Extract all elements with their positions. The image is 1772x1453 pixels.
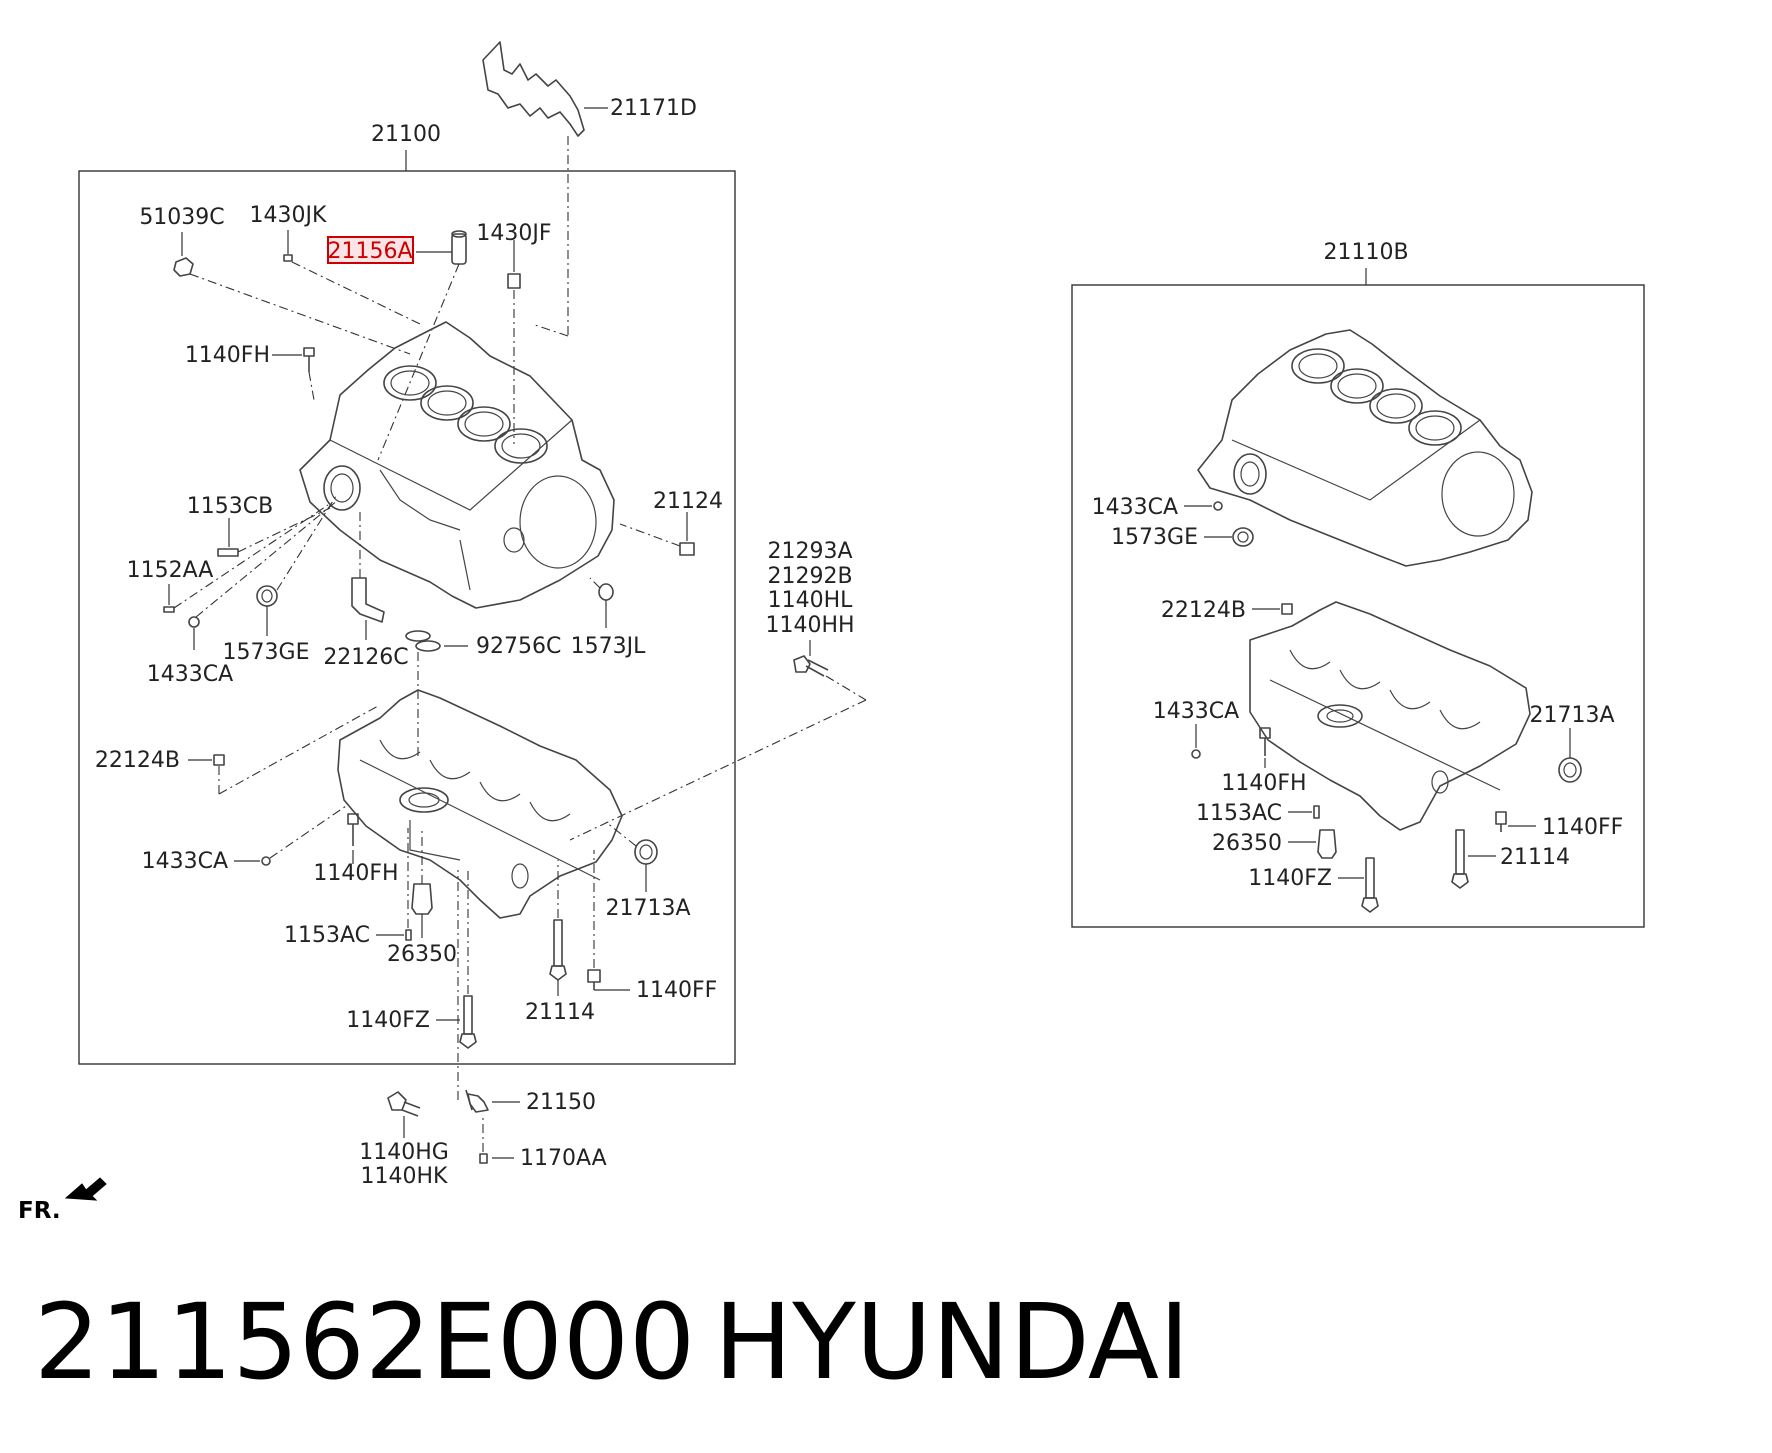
label-21292B: 21292B — [767, 564, 852, 589]
label-1140HK: 1140HK — [361, 1164, 449, 1189]
label-1140HG: 1140HG — [359, 1140, 449, 1165]
dowel-21124 — [619, 512, 695, 556]
oring-92756C — [405, 630, 468, 760]
bolt-1140FH-upper — [272, 347, 315, 401]
right-label-1433CA-lower: 1433CA — [1153, 699, 1239, 724]
pipe-22126C — [351, 512, 385, 640]
front-arrow-icon — [64, 1177, 107, 1201]
right-label-1153AC: 1153AC — [1196, 801, 1282, 826]
pin-1153AC — [376, 828, 412, 941]
label-1170AA: 1170AA — [520, 1146, 607, 1171]
right-upper-cylinder-block — [1197, 329, 1533, 567]
seal-21713A-left — [605, 821, 658, 892]
right-label-1140FF: 1140FF — [1542, 815, 1623, 840]
right-dowel-22124B — [1252, 603, 1293, 615]
right-bolt-21114 — [1451, 829, 1496, 889]
pin-1430JK — [283, 230, 421, 325]
right-label-26350: 26350 — [1212, 831, 1282, 856]
label-21114-left: 21114 — [525, 1000, 595, 1025]
label-1153AC: 1153AC — [284, 923, 370, 948]
label-1140HH: 1140HH — [765, 613, 854, 638]
label-1140FF-left: 1140FF — [636, 978, 717, 1003]
bolt-51039C — [173, 232, 411, 355]
right-label-22124B: 22124B — [1161, 598, 1246, 623]
right-label-1573GE: 1573GE — [1111, 525, 1198, 550]
brand-name: HYUNDAI — [714, 1281, 1190, 1403]
right-plug-1433CA-upper — [1184, 501, 1223, 511]
right-label-21713A: 21713A — [1529, 703, 1614, 728]
right-assembly-frame — [1071, 284, 1645, 928]
bolt-1140FZ-left — [436, 870, 477, 1049]
bolt-1140FF-left — [587, 850, 630, 991]
label-92756C: 92756C — [476, 634, 561, 659]
right-seal-21713A — [1558, 728, 1582, 783]
right-bolt-1140FF — [1495, 811, 1536, 832]
label-21156A-highlighted: 21156A — [327, 239, 412, 264]
label-1140HL: 1140HL — [768, 588, 854, 613]
label-1573GE: 1573GE — [223, 640, 310, 665]
label-22124B: 22124B — [95, 748, 180, 773]
bolt-1140HG — [387, 1091, 421, 1138]
gasket-21171D — [482, 41, 608, 337]
bracket-21150 — [457, 870, 520, 1113]
right-plug-1433CA-lower — [1191, 724, 1201, 759]
bolt-1170AA — [479, 1116, 514, 1164]
right-label-1140FH: 1140FH — [1221, 771, 1306, 796]
seal-1573JL — [589, 577, 614, 628]
right-assembly-ref: 21110B — [1323, 240, 1408, 265]
right-label-1433CA-upper: 1433CA — [1092, 495, 1178, 520]
label-1152AA: 1152AA — [127, 558, 214, 583]
pin-1152AA — [163, 504, 329, 613]
lower-crankcase — [337, 689, 623, 919]
right-label-1140FZ: 1140FZ — [1248, 866, 1332, 891]
label-1433CA-upper: 1433CA — [147, 662, 233, 687]
label-26350: 26350 — [387, 942, 457, 967]
right-oil-jet-26350 — [1288, 829, 1337, 859]
label-51039C: 51039C — [139, 205, 224, 230]
dowel-1430JF — [507, 240, 521, 444]
part-number: 211562E000 — [34, 1281, 695, 1403]
label-21124: 21124 — [653, 489, 723, 514]
right-bolt-1140FZ — [1338, 857, 1379, 913]
right-bolt-1140FH — [1259, 727, 1271, 768]
right-seal-1573GE — [1204, 527, 1254, 547]
label-21293A: 21293A — [767, 539, 852, 564]
label-21713A-left: 21713A — [605, 896, 690, 921]
sleeve-21156A — [327, 230, 467, 461]
seal-1573GE — [256, 495, 337, 636]
right-pin-1153AC — [1288, 805, 1320, 819]
plug-1433CA-upper — [188, 499, 339, 650]
oil-jet-26350 — [411, 830, 433, 938]
label-1140FZ-left: 1140FZ — [346, 1008, 430, 1033]
bolt-21293A-group — [569, 640, 867, 841]
left-assembly-ref: 21100 — [371, 122, 441, 147]
label-1153CB: 1153CB — [187, 494, 273, 519]
label-1433CA-lower: 1433CA — [142, 849, 228, 874]
label-1140FH-lower: 1140FH — [313, 861, 398, 886]
label-1140FH-upper: 1140FH — [185, 343, 270, 368]
plug-1153CB — [217, 507, 331, 557]
bolt-21114-left — [549, 860, 567, 996]
label-1430JK: 1430JK — [250, 203, 327, 228]
right-lower-crankcase — [1249, 601, 1531, 831]
dowel-22124B — [188, 705, 379, 795]
highlight-box — [327, 236, 414, 264]
label-21171D: 21171D — [610, 96, 697, 121]
label-1573JL: 1573JL — [571, 634, 646, 659]
right-label-21114: 21114 — [1500, 845, 1570, 870]
bolt-1140FH-lower — [347, 813, 359, 864]
label-21150: 21150 — [526, 1090, 596, 1115]
upper-cylinder-block — [299, 321, 615, 609]
direction-label: FR. — [18, 1198, 61, 1224]
left-assembly-frame — [78, 170, 736, 1065]
label-1430JF: 1430JF — [476, 221, 551, 246]
plug-1433CA-lower — [234, 805, 347, 866]
label-22126C: 22126C — [323, 645, 408, 670]
